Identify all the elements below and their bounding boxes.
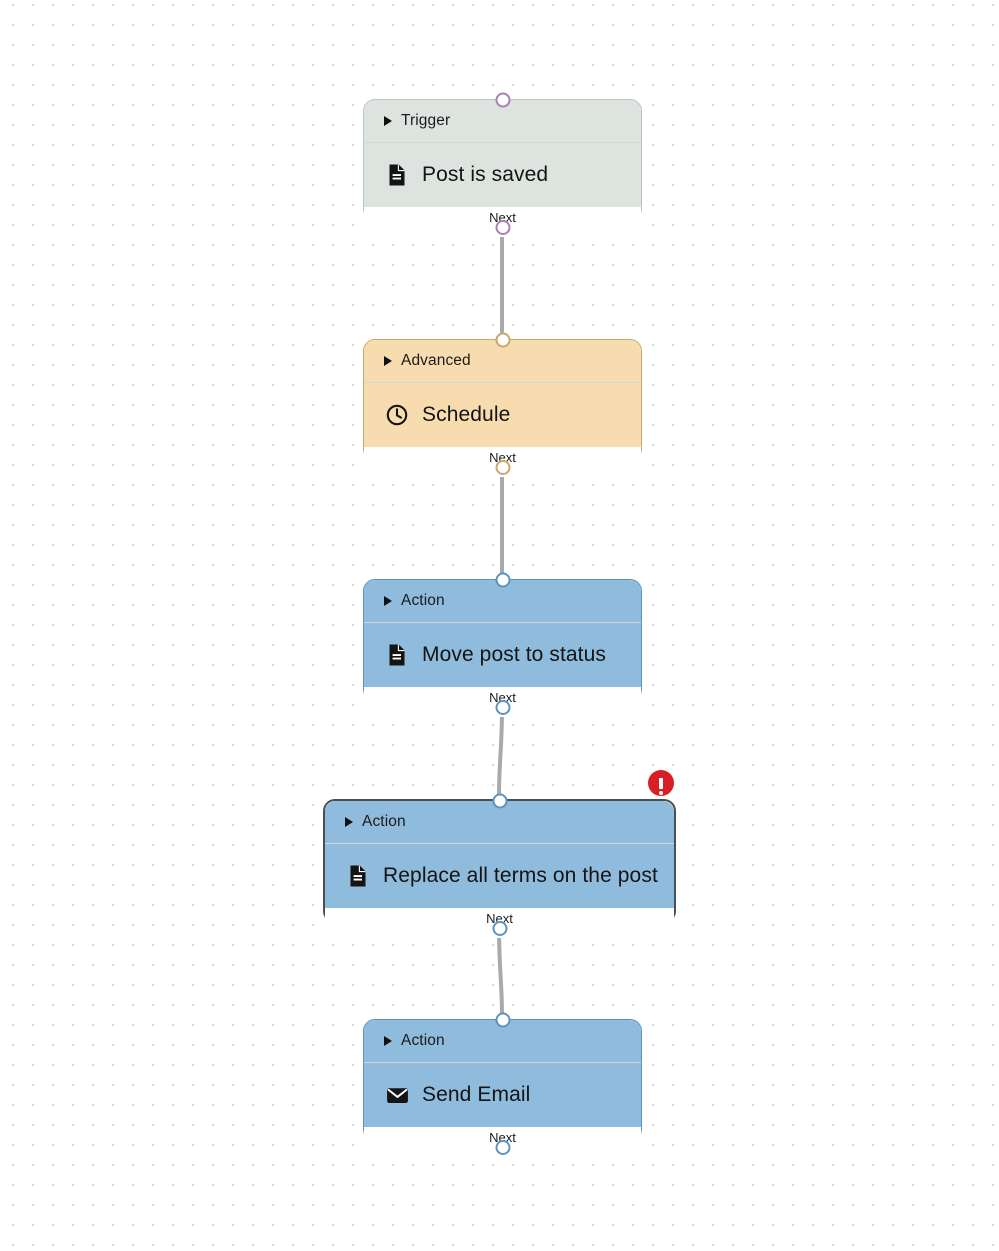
node-category-label: Action — [401, 592, 445, 609]
node-target-handle[interactable] — [495, 332, 510, 348]
next-label: Next — [486, 911, 513, 926]
node-source-handle[interactable] — [495, 220, 510, 235]
node-title-label: Schedule — [422, 403, 511, 426]
next-label: Next — [489, 690, 516, 705]
edge-action-move-post-to-status-to-action-replace-all-terms[interactable] — [497, 706, 504, 799]
node-source-handle[interactable] — [495, 460, 510, 475]
node-divider — [325, 843, 674, 844]
node-category-label: Action — [362, 813, 406, 830]
node-target-handle[interactable] — [495, 572, 510, 588]
node-divider — [364, 142, 641, 143]
node-target-handle[interactable] — [495, 92, 510, 108]
node-category-label: Action — [401, 1032, 445, 1049]
node-title-label: Send Email — [422, 1083, 531, 1106]
document-icon — [345, 863, 371, 889]
node-title-label: Replace all terms on the post — [383, 864, 658, 887]
node-category-label: Trigger — [401, 112, 451, 129]
node-body-advanced-schedule[interactable]: Schedule — [364, 383, 641, 447]
caret-right-icon[interactable] — [384, 596, 392, 606]
caret-right-icon[interactable] — [384, 356, 392, 366]
node-title-label: Post is saved — [422, 163, 549, 186]
node-target-handle[interactable] — [492, 793, 507, 809]
node-body-trigger-post-is-saved[interactable]: Post is saved — [364, 143, 641, 207]
node-body-action-replace-all-terms[interactable]: Replace all terms on the post — [325, 844, 674, 908]
node-target-handle[interactable] — [495, 1012, 510, 1028]
node-divider — [364, 622, 641, 623]
next-label: Next — [489, 210, 516, 225]
document-icon — [384, 162, 410, 188]
node-divider — [364, 382, 641, 383]
node-body-action-send-email[interactable]: Send Email — [364, 1063, 641, 1127]
clock-icon — [384, 402, 410, 428]
next-label: Next — [489, 450, 516, 465]
caret-right-icon[interactable] — [345, 817, 353, 827]
edge-action-replace-all-terms-to-action-send-email[interactable] — [497, 926, 504, 1019]
caret-right-icon[interactable] — [384, 116, 392, 126]
exclamation-mark — [659, 777, 663, 795]
node-source-handle[interactable] — [495, 700, 510, 715]
node-body-action-move-post-to-status[interactable]: Move post to status — [364, 623, 641, 687]
caret-right-icon[interactable] — [384, 1036, 392, 1046]
node-header-trigger-post-is-saved[interactable]: Trigger — [364, 100, 641, 142]
node-source-handle[interactable] — [492, 921, 507, 936]
document-icon — [384, 642, 410, 668]
node-source-handle[interactable] — [495, 1140, 510, 1155]
error-badge-icon[interactable] — [648, 770, 674, 796]
envelope-icon — [384, 1082, 410, 1108]
next-label: Next — [489, 1130, 516, 1145]
node-category-label: Advanced — [401, 352, 471, 369]
node-title-label: Move post to status — [422, 643, 606, 666]
node-divider — [364, 1062, 641, 1063]
